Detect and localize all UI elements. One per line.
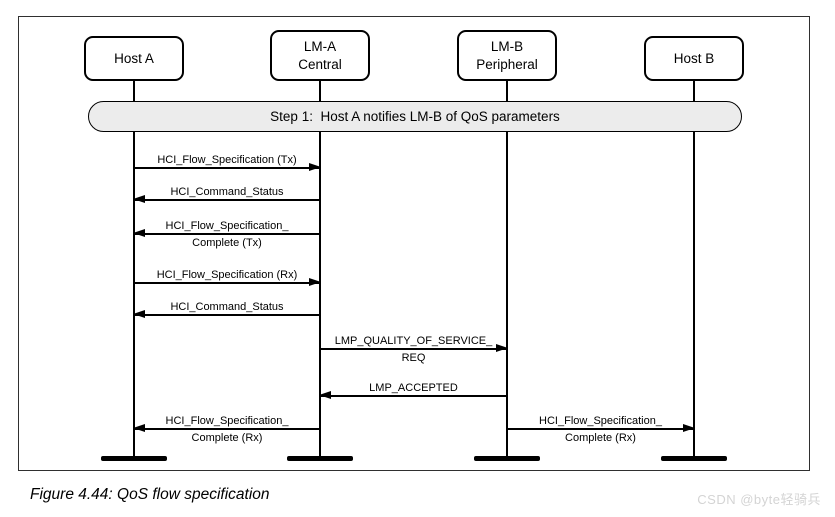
message-line: [320, 395, 507, 397]
actor-box-host-b: Host B: [644, 36, 744, 81]
lifeline-end-bar-lm-b: [474, 456, 540, 461]
lifeline-host-b: [693, 80, 695, 459]
message-line: [134, 199, 320, 201]
message-arrowhead: [133, 194, 145, 203]
message-label: HCI_Flow_Specification_: [165, 220, 289, 232]
message-label-below: Complete (Rx): [191, 432, 263, 444]
message-label-below: Complete (Tx): [192, 237, 262, 249]
lifeline-lm-b: [506, 80, 508, 459]
actor-box-lm-b: LM-B Peripheral: [457, 30, 557, 81]
message-label: HCI_Flow_Specification_: [539, 415, 662, 427]
message-line: [134, 428, 320, 430]
message-arrowhead: [133, 228, 145, 237]
message-label: HCI_Command_Status: [170, 301, 284, 313]
actor-box-lm-a: LM-A Central: [270, 30, 370, 81]
message-arrowhead: [319, 390, 331, 399]
lifeline-end-bar-lm-a: [287, 456, 353, 461]
message-line: [134, 282, 320, 284]
lifeline-end-bar-host-b: [661, 456, 727, 461]
message-line: [134, 233, 320, 235]
actor-box-host-a: Host A: [84, 36, 184, 81]
message-label-below: Complete (Rx): [565, 432, 636, 444]
step-banner: Step 1: Host A notifies LM-B of QoS para…: [88, 101, 742, 132]
lifeline-lm-a: [319, 80, 321, 459]
message-arrowhead: [309, 162, 321, 171]
message-label: LMP_ACCEPTED: [369, 382, 458, 394]
watermark: CSDN @byte轻骑兵: [697, 492, 821, 507]
lifeline-end-bar-host-a: [101, 456, 167, 461]
message-label: LMP_QUALITY_OF_SERVICE_: [334, 335, 493, 347]
message-label: HCI_Flow_Specification (Tx): [157, 154, 297, 166]
message-label: HCI_Command_Status: [170, 186, 284, 198]
message-line: [134, 167, 320, 169]
message-line: [134, 314, 320, 316]
message-arrowhead: [683, 423, 695, 432]
figure-caption: Figure 4.44: QoS flow specification: [30, 486, 270, 503]
message-line: [320, 348, 507, 350]
lifeline-host-a: [133, 80, 135, 459]
message-arrowhead: [133, 309, 145, 318]
message-label: HCI_Flow_Specification (Rx): [156, 269, 298, 281]
message-arrowhead: [496, 343, 508, 352]
message-label-below: REQ: [401, 352, 426, 364]
message-label: HCI_Flow_Specification_: [165, 415, 289, 427]
message-arrowhead: [309, 277, 321, 286]
message-line: [507, 428, 694, 430]
message-arrowhead: [133, 423, 145, 432]
step-banner-label: Step 1: Host A notifies LM-B of QoS para…: [270, 109, 560, 124]
